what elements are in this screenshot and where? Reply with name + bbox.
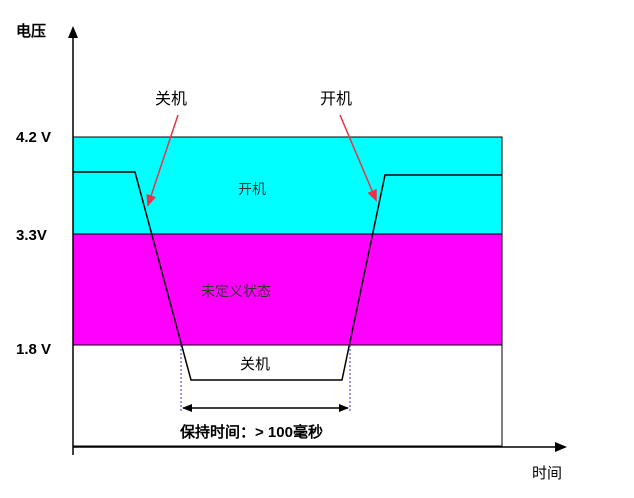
on-zone xyxy=(72,136,503,235)
y-axis-label: 电压 xyxy=(16,22,46,40)
power-off-arrow-label: 关机 xyxy=(155,89,187,108)
undefined-zone xyxy=(72,233,503,346)
voltage-waveform xyxy=(73,171,502,381)
voltage-label-3-3: 3.3V xyxy=(16,227,47,244)
voltage-label-1-8: 1.8 V xyxy=(16,341,51,358)
power-on-arrow-label: 开机 xyxy=(320,89,352,108)
power-off-pointer-arrow xyxy=(146,114,179,207)
x-axis-label: 时间 xyxy=(532,464,562,482)
power-on-pointer-arrow xyxy=(339,114,377,202)
hold-time-label: 保持时间：> 100毫秒 xyxy=(179,423,323,441)
voltage-label-4-2: 4.2 V xyxy=(16,129,51,146)
off-zone-label: 关机 xyxy=(240,355,270,373)
undefined-zone-label: 未定义状态 xyxy=(201,284,271,300)
on-zone-label: 开机 xyxy=(238,182,266,198)
off-zone xyxy=(72,344,503,447)
